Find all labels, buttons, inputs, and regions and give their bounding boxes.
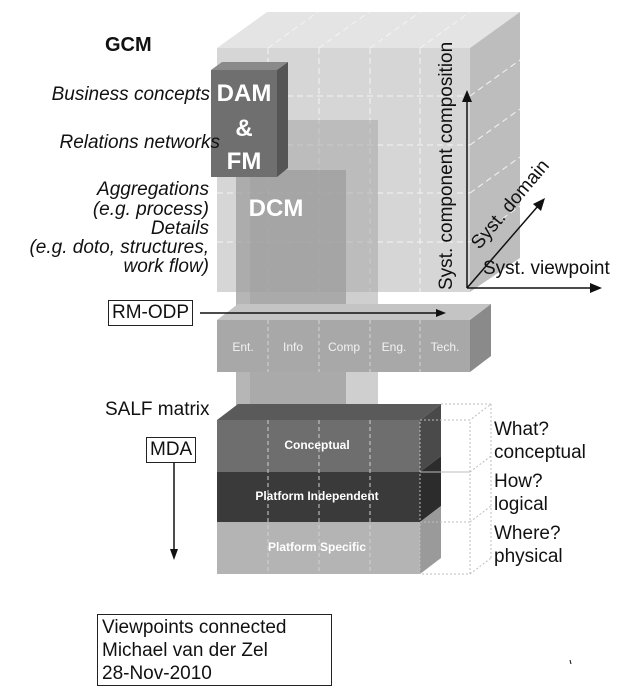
rm-odp-cell-technology: Tech. <box>430 340 460 354</box>
business-concepts-label: Business concepts <box>51 84 210 105</box>
details-workflow-label: work flow) <box>123 256 209 277</box>
rm-odp-label: RM-ODP <box>108 300 194 326</box>
rm-odp-slab <box>217 304 491 372</box>
answer-conceptual: conceptual <box>494 442 586 463</box>
fm-label: FM <box>226 148 262 175</box>
relations-networks-label: Relations networks <box>59 132 220 153</box>
salf-layer-conceptual: Conceptual <box>284 438 350 452</box>
dam-box <box>211 62 288 177</box>
credits-line-title: Viewpoints connected <box>102 617 287 638</box>
axis-viewpoint-label: Syst. viewpoint <box>483 258 610 279</box>
details-label: Details <box>150 218 209 239</box>
rm-odp-cell-information: Info <box>282 340 303 354</box>
credits-line-author: Michael van der Zel <box>102 640 268 661</box>
salf-matrix <box>217 403 493 575</box>
rm-odp-cell-enterprise: Ent. <box>232 340 254 354</box>
salf-layer-platform-specific: Platform Specific <box>267 540 367 554</box>
question-where: Where? <box>494 523 561 544</box>
credits-box: Viewpoints connected Michael van der Zel… <box>97 614 332 686</box>
salf-matrix-label: SALF matrix <box>105 399 210 420</box>
aggregations-label: Aggregations <box>97 179 209 200</box>
axes <box>462 90 602 293</box>
rm-odp-cell-engineering: Eng. <box>381 340 407 354</box>
question-what: What? <box>494 419 549 440</box>
salf-layer-platform-independent: Platform Independent <box>255 489 379 503</box>
page-title: GCM <box>105 34 152 56</box>
dam-label: DAM <box>216 80 272 107</box>
answer-logical: logical <box>494 494 548 515</box>
credits-line-date: 28-Nov-2010 <box>102 663 212 684</box>
dam-and-label: & <box>235 115 253 142</box>
axis-component-composition-label: Syst. component composition <box>436 41 457 290</box>
rm-odp-cell-computation: Comp <box>327 340 360 354</box>
mda-label: MDA <box>146 437 197 463</box>
answer-physical: physical <box>494 546 563 567</box>
details-example-label: (e.g. doto, structures, <box>29 237 209 258</box>
aggregations-example-label: (e.g. process) <box>92 199 209 220</box>
dcm-label: DCM <box>248 195 304 222</box>
question-how: How? <box>494 471 543 492</box>
